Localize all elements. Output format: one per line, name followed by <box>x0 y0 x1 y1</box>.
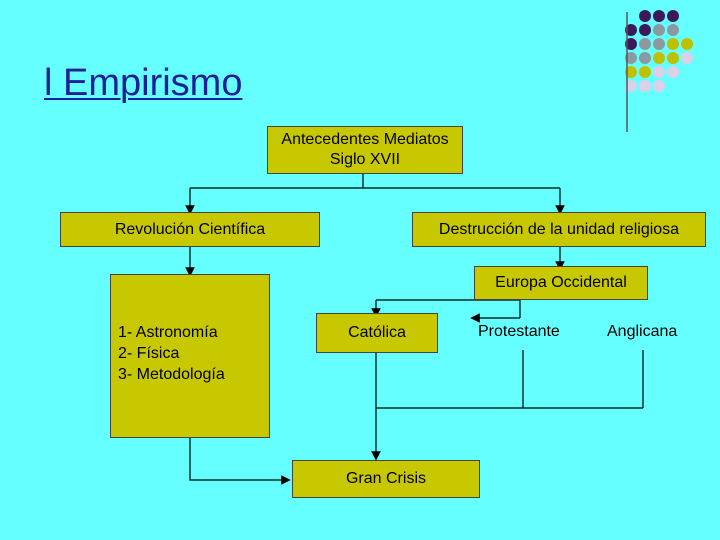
node-gran-crisis: Gran Crisis <box>292 460 480 498</box>
decorative-dot <box>653 10 665 22</box>
decorative-dot <box>639 10 651 22</box>
decorative-dot <box>625 66 637 78</box>
decorative-dot <box>639 24 651 36</box>
node-catolica: Católica <box>316 313 438 353</box>
decorative-dot <box>667 24 679 36</box>
decorative-dot <box>667 10 679 22</box>
decorative-dot <box>667 52 679 64</box>
list-item: 1- Astronomía <box>118 324 218 341</box>
decorative-dot <box>667 38 679 50</box>
list-item: 2- Física <box>118 345 180 362</box>
decorative-dot <box>639 38 651 50</box>
decorative-dot <box>681 38 693 50</box>
list-item: 3- Metodología <box>118 366 225 383</box>
node-revolucion: Revolución Científica <box>60 212 320 247</box>
node-anglicana: Anglicana <box>607 323 678 340</box>
decorative-dot <box>639 80 651 92</box>
decorative-dot <box>625 38 637 50</box>
decorative-dot <box>653 80 665 92</box>
decorative-dot <box>653 66 665 78</box>
page-title: l Empirismo <box>44 62 243 104</box>
node-destruccion: Destrucción de la unidad religiosa <box>412 212 706 247</box>
ramas-list: 1- Astronomía 2- Física 3- Metodología <box>118 322 225 385</box>
decorative-dot <box>639 66 651 78</box>
decorative-dot <box>653 52 665 64</box>
decorative-dot <box>653 38 665 50</box>
decorative-dot <box>625 52 637 64</box>
decorative-dot <box>625 24 637 36</box>
decorative-dot <box>625 80 637 92</box>
decorative-dot <box>653 24 665 36</box>
node-antecedentes: Antecedentes Mediatos Siglo XVII <box>267 126 463 174</box>
decorative-dot <box>681 52 693 64</box>
node-europa: Europa Occidental <box>474 266 648 300</box>
node-protestante: Protestante <box>478 323 560 340</box>
decorative-dot <box>667 66 679 78</box>
decorative-dot <box>639 52 651 64</box>
node-ramas-list <box>110 274 270 438</box>
